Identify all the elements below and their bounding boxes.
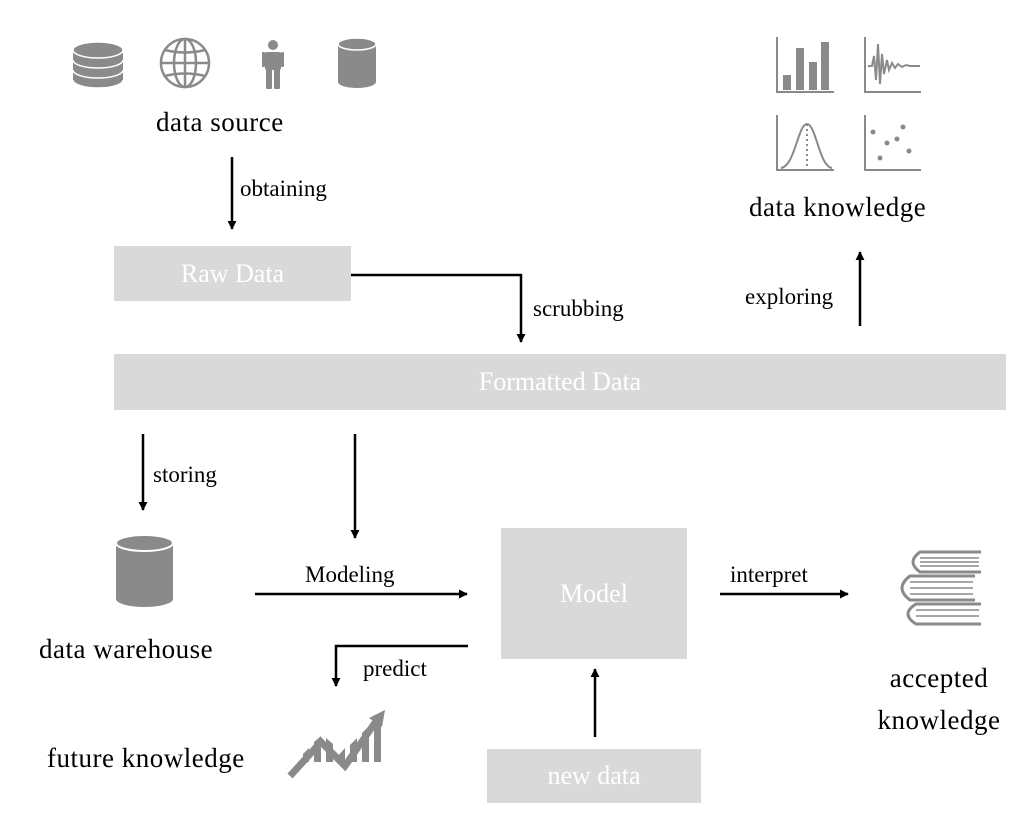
bell-curve-chart-icon [776, 115, 834, 171]
formatted-data-label: Formatted Data [478, 367, 642, 396]
database-stack-icon [72, 41, 124, 89]
database-cylinder-icon [337, 37, 377, 88]
accepted-knowledge-label: accepted knowledge [868, 657, 1010, 741]
storing-label: storing [153, 462, 217, 487]
raw-data-label: Raw Data [180, 258, 285, 288]
new-data-box: new data [487, 749, 701, 803]
globe-icon [159, 37, 211, 89]
modeling-label: Modeling [305, 562, 395, 587]
waveform-chart-icon [864, 37, 921, 93]
data-knowledge-label: data knowledge [749, 192, 927, 222]
scrubbing-arrow [351, 273, 526, 343]
new-data-label: new data [547, 761, 641, 790]
database-cylinder-icon [115, 534, 174, 607]
model-label: Model [560, 578, 628, 608]
interpret-label: interpret [730, 562, 808, 587]
accepted-knowledge-line-2: knowledge [877, 705, 1001, 735]
scatter-chart-icon [864, 115, 921, 171]
growth-chart-icon [287, 710, 385, 779]
exploring-label: exploring [745, 284, 834, 309]
formatted-data-box: Formatted Data [114, 354, 1006, 410]
person-icon [262, 40, 284, 89]
raw-data-box: Raw Data [114, 246, 351, 301]
accepted-knowledge-line-1: accepted [889, 663, 989, 693]
future-knowledge-label: future knowledge [47, 743, 245, 773]
book-stack-icon [900, 550, 981, 626]
model-box: Model [501, 528, 687, 659]
bar-chart-icon [776, 37, 834, 93]
predict-label: predict [363, 656, 427, 681]
obtaining-label: obtaining [240, 176, 327, 201]
predict-arrow [331, 644, 468, 687]
data-source-label: data source [156, 107, 284, 137]
data-warehouse-label: data warehouse [39, 634, 214, 664]
scrubbing-label: scrubbing [533, 296, 624, 321]
